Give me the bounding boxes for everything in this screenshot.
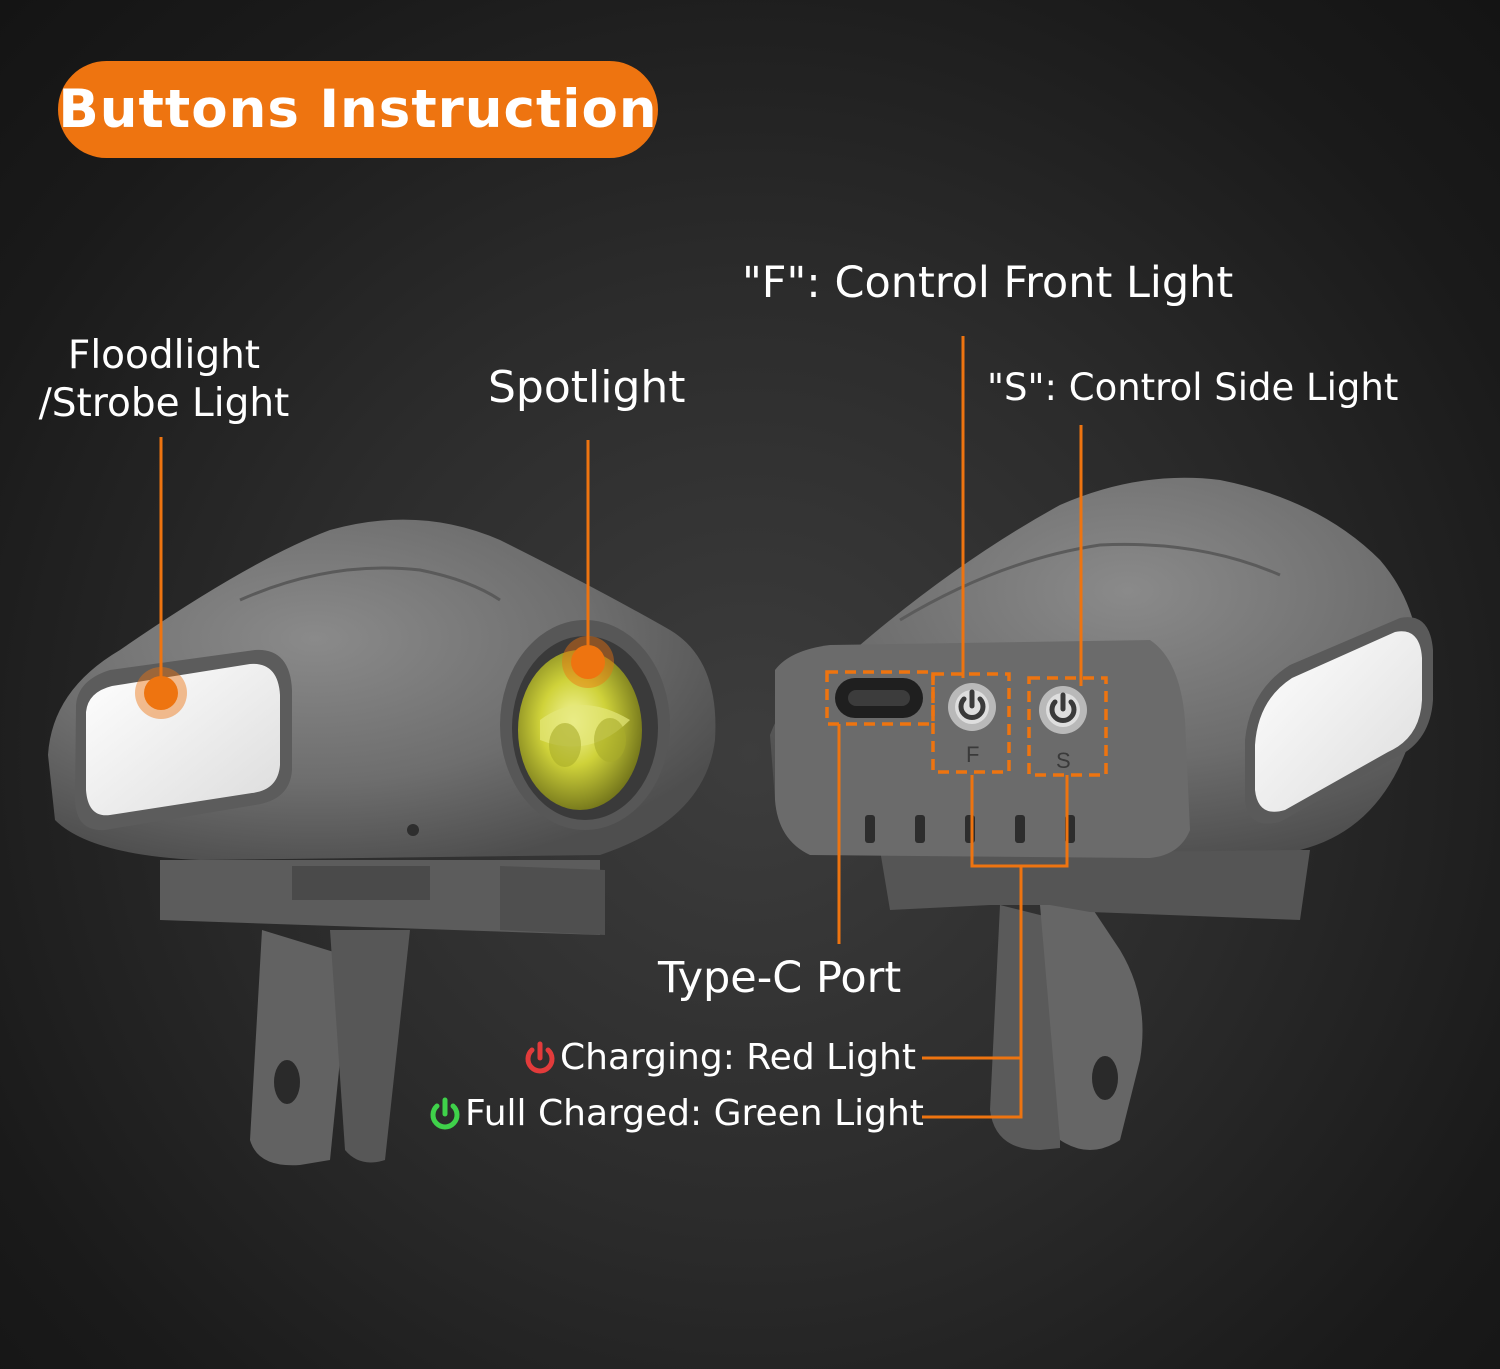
side-control-label: "S": Control Side Light [987,366,1399,409]
type-c-label: Type-C Port [658,953,902,1003]
floodlight-label-line1: Floodlight [67,333,261,378]
charging-text: Charging: Red Light [560,1037,916,1078]
back-view-device [770,477,1433,1150]
highlight-boxes [825,670,1108,777]
page-title: Buttons Instruction [58,79,658,140]
power-icon [430,1097,460,1129]
title-pill: Buttons Instruction [58,61,658,158]
floodlight-label: Floodlight /Strobe Light [28,332,300,428]
side-button-mark: S [1056,748,1071,773]
callout-lines [159,336,1083,1119]
power-icon [958,689,986,720]
power-icon [1049,692,1077,723]
power-icon [525,1041,555,1073]
front-button-mark: F [966,742,979,767]
spotlight-label: Spotlight [488,362,686,413]
floodlight-marker-core [144,676,178,710]
front-view-device [48,519,716,1166]
full-charged-label: Full Charged: Green Light [428,1093,924,1134]
full-charged-text: Full Charged: Green Light [465,1093,924,1134]
floodlight-label-line2: /Strobe Light [38,381,290,426]
charging-label: Charging: Red Light [523,1037,916,1078]
spotlight-marker-core [571,645,605,679]
front-control-label: "F": Control Front Light [742,258,1234,308]
